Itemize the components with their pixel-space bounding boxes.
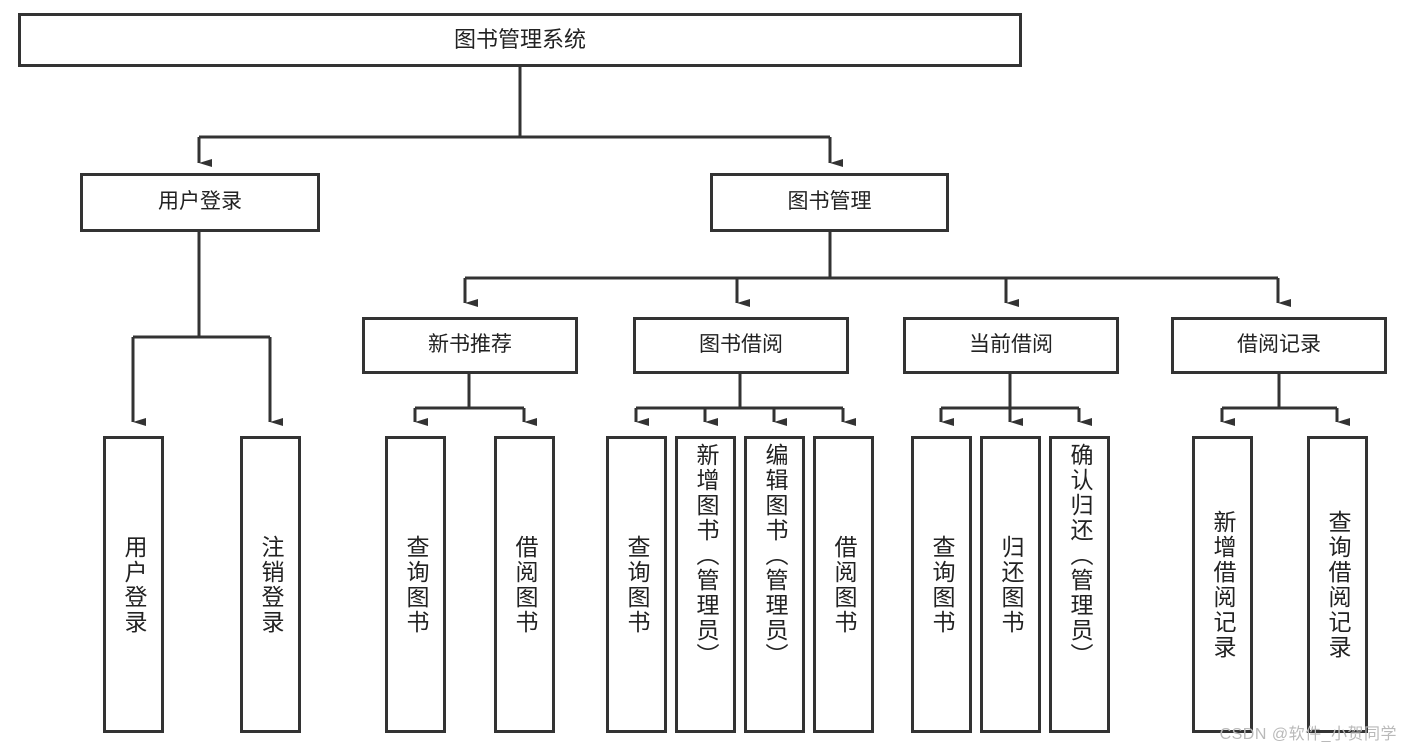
leaf-label: 借阅图书 [512, 534, 538, 635]
leaf-label: 注销登录 [258, 534, 284, 635]
leaf-label: 查询借阅记录 [1325, 509, 1351, 660]
leaf-current-borrow-query[interactable]: 查询图书 [911, 436, 972, 733]
leaf-label: 编辑图书（管理员） [762, 443, 788, 668]
leaf-current-borrow-return[interactable]: 归还图书 [980, 436, 1041, 733]
leaf-book-borrow-edit[interactable]: 编辑图书（管理员） [744, 436, 805, 733]
node-new-book-recommend[interactable]: 新书推荐 [362, 317, 578, 374]
leaf-user-login-login[interactable]: 用户登录 [103, 436, 164, 733]
leaf-label: 新增借阅记录 [1210, 509, 1236, 660]
leaf-label: 用户登录 [121, 534, 147, 635]
node-label: 图书借阅 [699, 333, 783, 357]
node-label: 用户登录 [158, 190, 242, 214]
leaf-new-book-borrow[interactable]: 借阅图书 [494, 436, 555, 733]
node-borrow-records[interactable]: 借阅记录 [1171, 317, 1387, 374]
leaf-book-borrow-query[interactable]: 查询图书 [606, 436, 667, 733]
leaf-label: 确认归还（管理员） [1067, 443, 1093, 668]
node-label: 新书推荐 [428, 333, 512, 357]
leaf-label: 归还图书 [998, 534, 1024, 635]
leaf-label: 查询图书 [624, 534, 650, 635]
leaf-book-borrow-add[interactable]: 新增图书（管理员） [675, 436, 736, 733]
leaf-book-borrow-lend[interactable]: 借阅图书 [813, 436, 874, 733]
leaf-user-login-logout[interactable]: 注销登录 [240, 436, 301, 733]
node-current-borrow[interactable]: 当前借阅 [903, 317, 1119, 374]
leaf-label: 新增图书（管理员） [693, 443, 719, 668]
leaf-new-book-query[interactable]: 查询图书 [385, 436, 446, 733]
node-label: 当前借阅 [969, 333, 1053, 357]
leaf-borrow-record-add[interactable]: 新增借阅记录 [1192, 436, 1253, 733]
leaf-label: 查询图书 [403, 534, 429, 635]
leaf-label: 借阅图书 [831, 534, 857, 635]
node-user-login[interactable]: 用户登录 [80, 173, 320, 232]
node-book-borrow[interactable]: 图书借阅 [633, 317, 849, 374]
leaf-borrow-record-query[interactable]: 查询借阅记录 [1307, 436, 1368, 733]
node-label: 图书管理系统 [453, 27, 586, 53]
node-book-management-system[interactable]: 图书管理系统 [18, 13, 1022, 67]
node-book-management[interactable]: 图书管理 [710, 173, 949, 232]
leaf-label: 查询图书 [929, 534, 955, 635]
node-label: 借阅记录 [1237, 333, 1321, 357]
leaf-current-borrow-confirm-return[interactable]: 确认归还（管理员） [1049, 436, 1110, 733]
node-label: 图书管理 [787, 190, 872, 214]
